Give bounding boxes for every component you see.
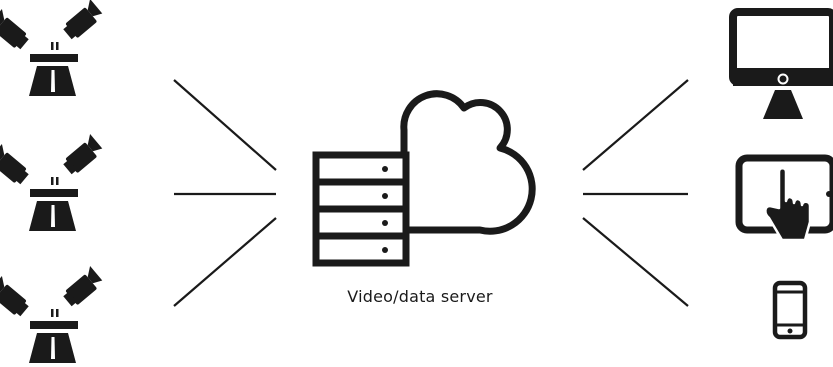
connector-line	[173, 79, 277, 171]
left-connectors	[173, 79, 277, 307]
desktop-monitor-icon	[729, 8, 833, 119]
tablet-touch-icon	[735, 154, 833, 242]
right-connectors	[582, 79, 689, 307]
connector-line	[582, 79, 689, 171]
connector-line	[173, 217, 277, 307]
server-rack-icon	[312, 151, 410, 267]
server-label: Video/data server	[347, 287, 493, 306]
traffic-camera-icon	[0, 133, 105, 231]
connector-line	[582, 217, 689, 307]
traffic-camera-icon	[0, 265, 105, 363]
cloud-icon	[400, 90, 536, 235]
traffic-camera-icon	[0, 0, 105, 97]
smartphone-icon	[772, 280, 808, 340]
